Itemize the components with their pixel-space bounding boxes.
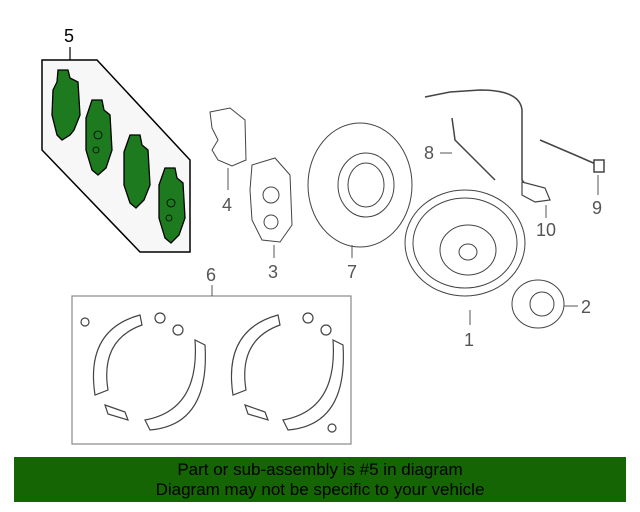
callout-5[interactable]: 5 [64, 26, 74, 46]
caliper-bracket[interactable] [209, 107, 247, 190]
callout-7: 7 [347, 262, 357, 282]
dust-shield[interactable] [307, 122, 413, 258]
info-banner: Part or sub-assembly is #5 in diagram Di… [14, 457, 626, 502]
abs-sensor-wire[interactable] [424, 89, 531, 191]
wear-sensor[interactable] [539, 139, 605, 195]
parking-brake-shoes[interactable] [71, 285, 352, 445]
callout-8: 8 [424, 143, 434, 163]
brake-rotor[interactable] [404, 189, 526, 325]
banner-line-1: Part or sub-assembly is #5 in diagram [177, 460, 463, 479]
banner-line-2: Diagram may not be specific to your vehi… [155, 480, 485, 499]
callout-9: 9 [592, 198, 602, 218]
callout-2: 2 [581, 297, 591, 317]
callout-6: 6 [206, 265, 216, 285]
brake-pads-group[interactable] [41, 47, 191, 253]
sensor-bracket[interactable] [521, 181, 551, 218]
callout-10: 10 [536, 220, 556, 240]
caliper[interactable] [249, 157, 293, 258]
callout-3: 3 [268, 262, 278, 282]
wheel-hub[interactable] [511, 279, 578, 329]
callout-4: 4 [222, 195, 232, 215]
callout-1: 1 [464, 330, 474, 350]
